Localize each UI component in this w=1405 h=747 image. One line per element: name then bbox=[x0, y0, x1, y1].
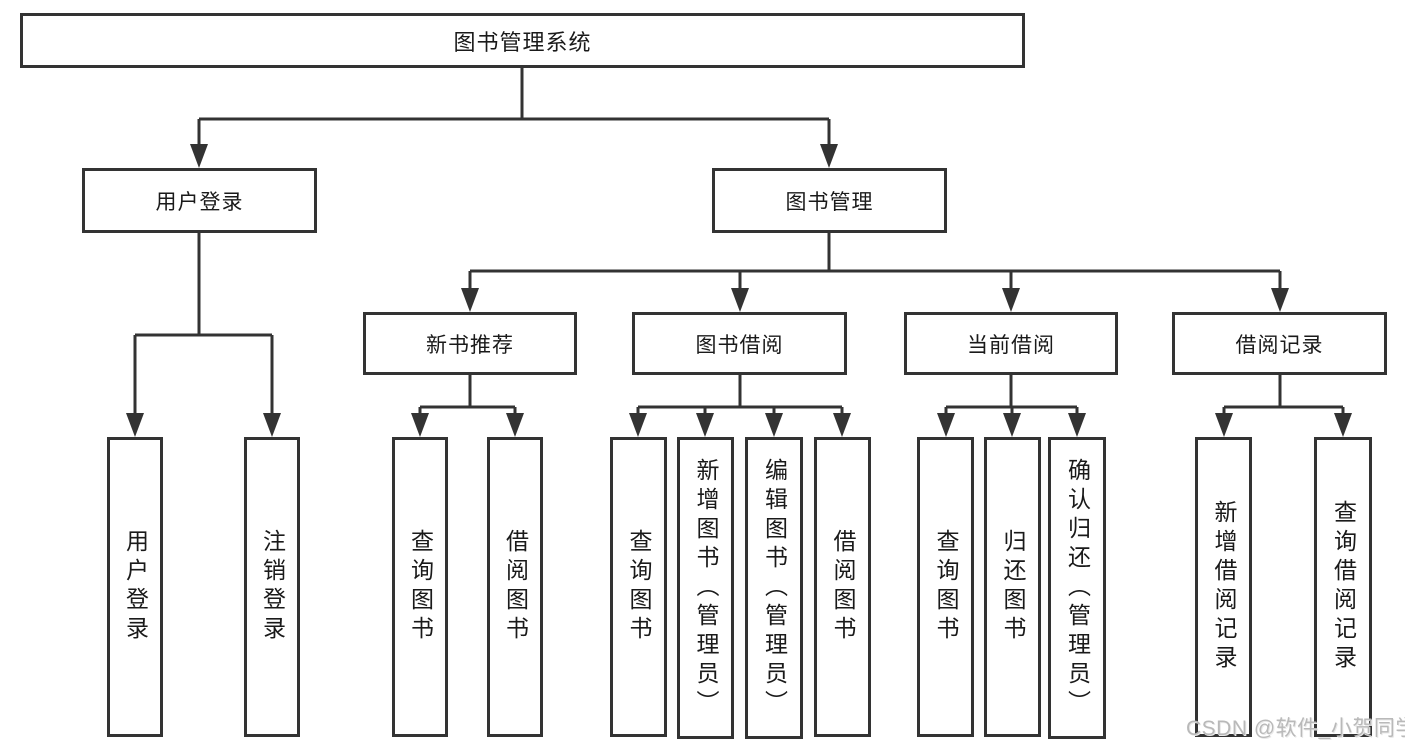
node-book-management-label: 图书管理 bbox=[785, 190, 874, 214]
leaf-logout-label: 注销登录 bbox=[259, 529, 286, 645]
leaf-add-borrow-record-label: 新增借阅记录 bbox=[1211, 500, 1237, 674]
node-current-borrowing-label: 当前借阅 bbox=[967, 333, 1055, 357]
leaf-add-book-admin: 新增图书（管理员） bbox=[677, 437, 734, 739]
node-borrowing-records: 借阅记录 bbox=[1172, 312, 1387, 375]
leaf-query-books-borrowing: 查询图书 bbox=[610, 437, 667, 737]
node-borrowing-records-label: 借阅记录 bbox=[1235, 333, 1324, 357]
node-current-borrowing: 当前借阅 bbox=[904, 312, 1118, 375]
node-book-management: 图书管理 bbox=[712, 168, 947, 233]
leaf-return-book-label: 归还图书 bbox=[1000, 529, 1026, 645]
node-book-borrowing-label: 图书借阅 bbox=[695, 333, 784, 357]
leaf-confirm-return-admin: 确认归还（管理员） bbox=[1048, 437, 1106, 739]
connector-paths bbox=[133, 68, 1345, 418]
leaf-user-login-label: 用户登录 bbox=[122, 529, 149, 645]
leaf-borrow-books-recommend: 借阅图书 bbox=[487, 437, 543, 737]
node-new-book-recommend-label: 新书推荐 bbox=[426, 333, 514, 357]
node-root: 图书管理系统 bbox=[20, 13, 1025, 68]
leaf-query-books-borrowing-label: 查询图书 bbox=[626, 529, 652, 645]
node-root-label: 图书管理系统 bbox=[453, 29, 592, 55]
leaf-query-books-recommend: 查询图书 bbox=[392, 437, 448, 737]
leaf-add-book-admin-label: 新增图书（管理员） bbox=[693, 457, 719, 719]
node-book-borrowing: 图书借阅 bbox=[632, 312, 847, 375]
node-user-login-label: 用户登录 bbox=[155, 190, 244, 214]
watermark: CSDN @软件_小贺同学 bbox=[1186, 717, 1405, 740]
leaf-edit-book-admin: 编辑图书（管理员） bbox=[745, 437, 803, 739]
leaf-user-login: 用户登录 bbox=[107, 437, 163, 737]
leaf-confirm-return-admin-label: 确认归还（管理员） bbox=[1064, 457, 1091, 719]
leaf-query-books-current: 查询图书 bbox=[917, 437, 974, 737]
leaf-edit-book-admin-label: 编辑图书（管理员） bbox=[761, 457, 788, 719]
leaf-query-borrow-record: 查询借阅记录 bbox=[1314, 437, 1372, 737]
arrowheads bbox=[126, 144, 1352, 437]
leaf-borrow-books-borrowing: 借阅图书 bbox=[814, 437, 871, 737]
leaf-logout: 注销登录 bbox=[244, 437, 300, 737]
node-user-login: 用户登录 bbox=[82, 168, 317, 233]
node-new-book-recommend: 新书推荐 bbox=[363, 312, 577, 375]
leaf-return-book: 归还图书 bbox=[984, 437, 1041, 737]
leaf-query-books-recommend-label: 查询图书 bbox=[407, 529, 434, 645]
leaf-add-borrow-record: 新增借阅记录 bbox=[1195, 437, 1252, 737]
leaf-query-borrow-record-label: 查询借阅记录 bbox=[1330, 500, 1357, 674]
leaf-borrow-books-borrowing-label: 借阅图书 bbox=[830, 529, 856, 645]
leaf-borrow-books-recommend-label: 借阅图书 bbox=[502, 529, 529, 645]
leaf-query-books-current-label: 查询图书 bbox=[933, 529, 959, 645]
